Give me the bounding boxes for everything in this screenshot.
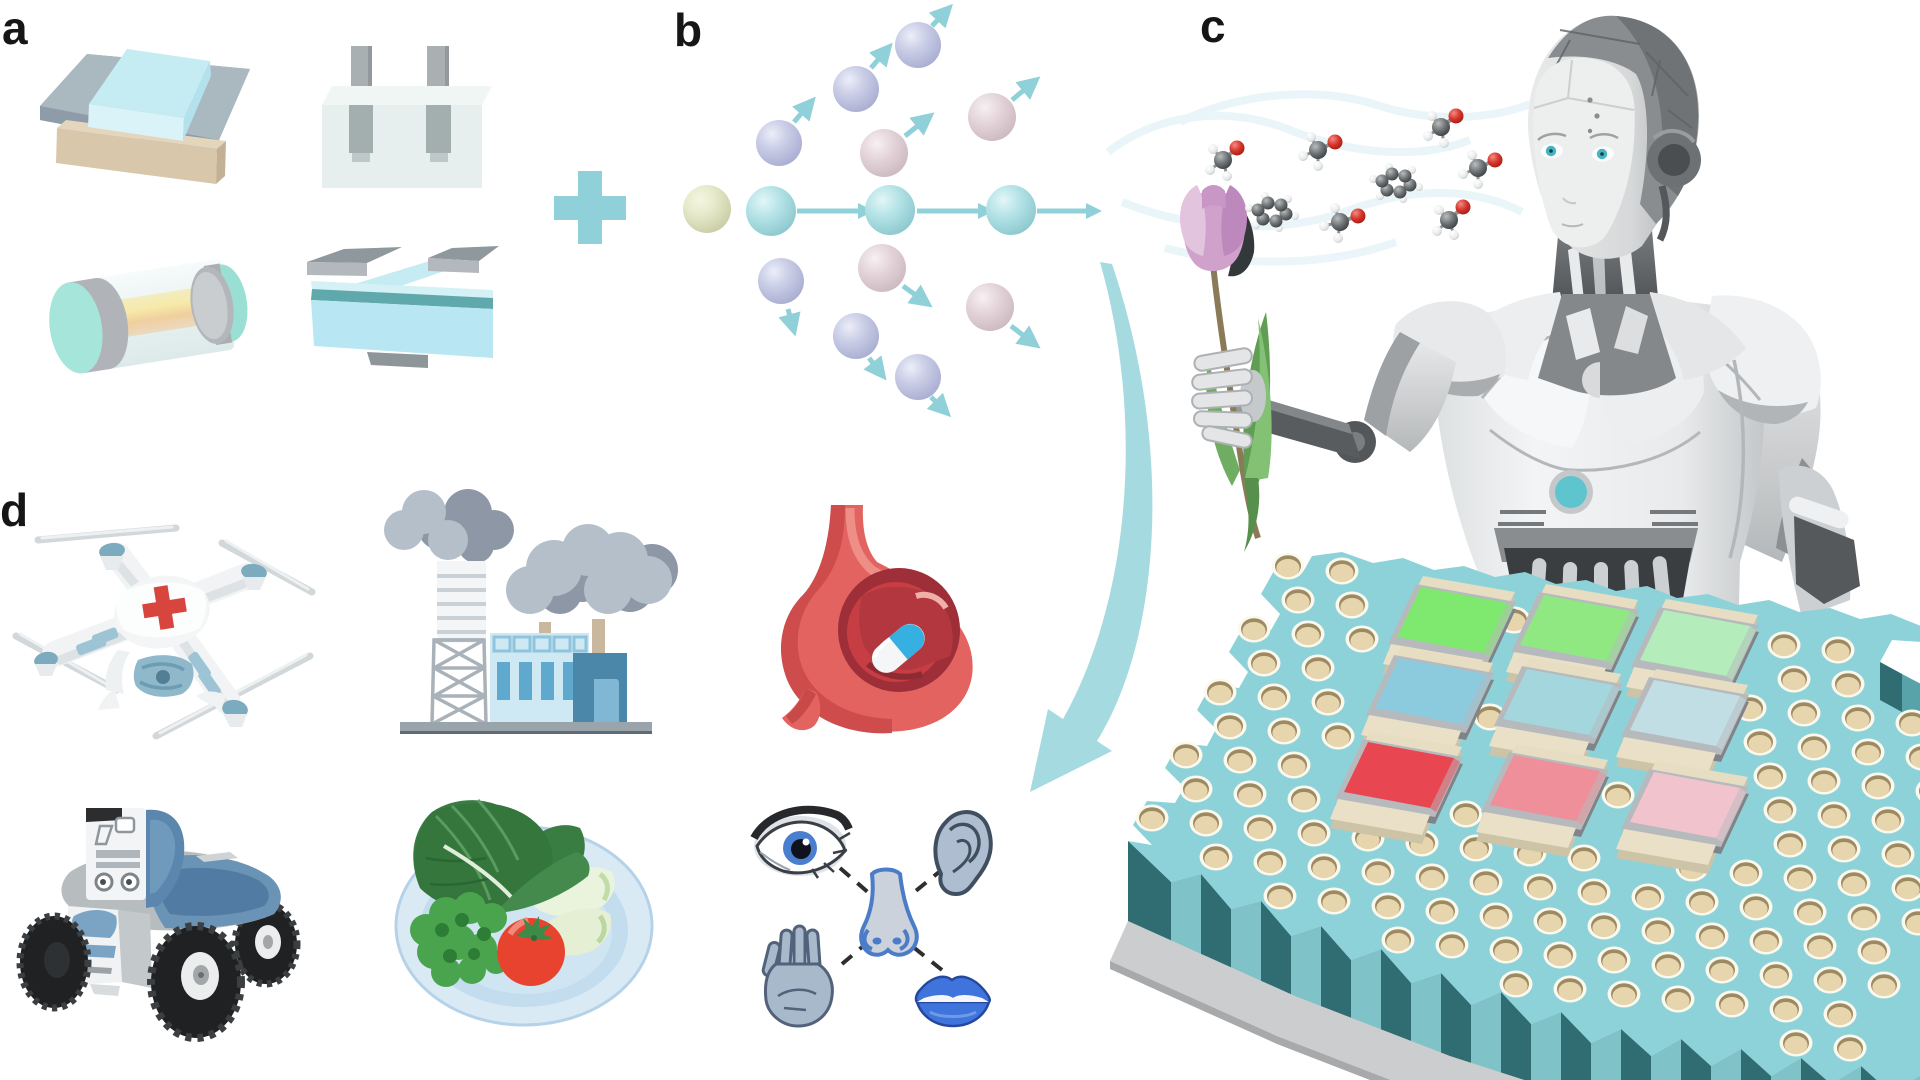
svg-text:b: b [674, 4, 702, 56]
svg-text:d: d [0, 484, 28, 536]
svg-text:a: a [2, 2, 28, 54]
svg-text:c: c [1200, 0, 1226, 52]
